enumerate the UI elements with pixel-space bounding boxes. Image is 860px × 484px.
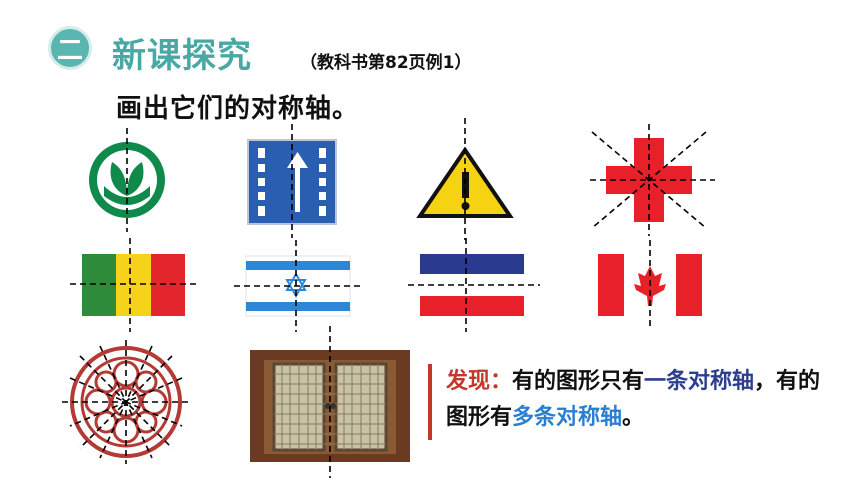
lattice-window — [250, 326, 410, 478]
finding-accent-bar — [428, 364, 432, 440]
finding-end: 。 — [622, 405, 645, 430]
finding-one-axis: 一条对称轴 — [644, 369, 755, 394]
striped-flag — [408, 238, 540, 332]
green-food-logo — [89, 128, 165, 232]
finding-label: 发现： — [446, 369, 513, 394]
section-title: 新课探究 — [112, 36, 252, 76]
finding-box: 发现：有的图形只有一条对称轴，有的图形有多条对称轴。 — [428, 360, 838, 440]
section-number-badge: 二 — [48, 26, 92, 70]
finding-text: 发现：有的图形只有一条对称轴，有的图形有多条对称轴。 — [446, 364, 838, 436]
finding-part2: ，有的图形有 — [446, 369, 821, 430]
israel-flag — [234, 240, 362, 332]
canada-flag — [598, 240, 702, 330]
tricolor-flag — [70, 238, 200, 332]
instruction-text: 画出它们的对称轴。 — [116, 94, 360, 124]
red-cross — [590, 124, 715, 236]
finding-many-axes: 多条对称轴 — [512, 405, 623, 430]
warning-triangle-sign — [416, 118, 514, 240]
textbook-reference: （教科书第82页例1） — [300, 53, 472, 73]
finding-part1: 有的图形只有 — [512, 369, 645, 394]
rose-window — [62, 340, 190, 464]
straight-ahead-road-sign — [247, 124, 337, 238]
